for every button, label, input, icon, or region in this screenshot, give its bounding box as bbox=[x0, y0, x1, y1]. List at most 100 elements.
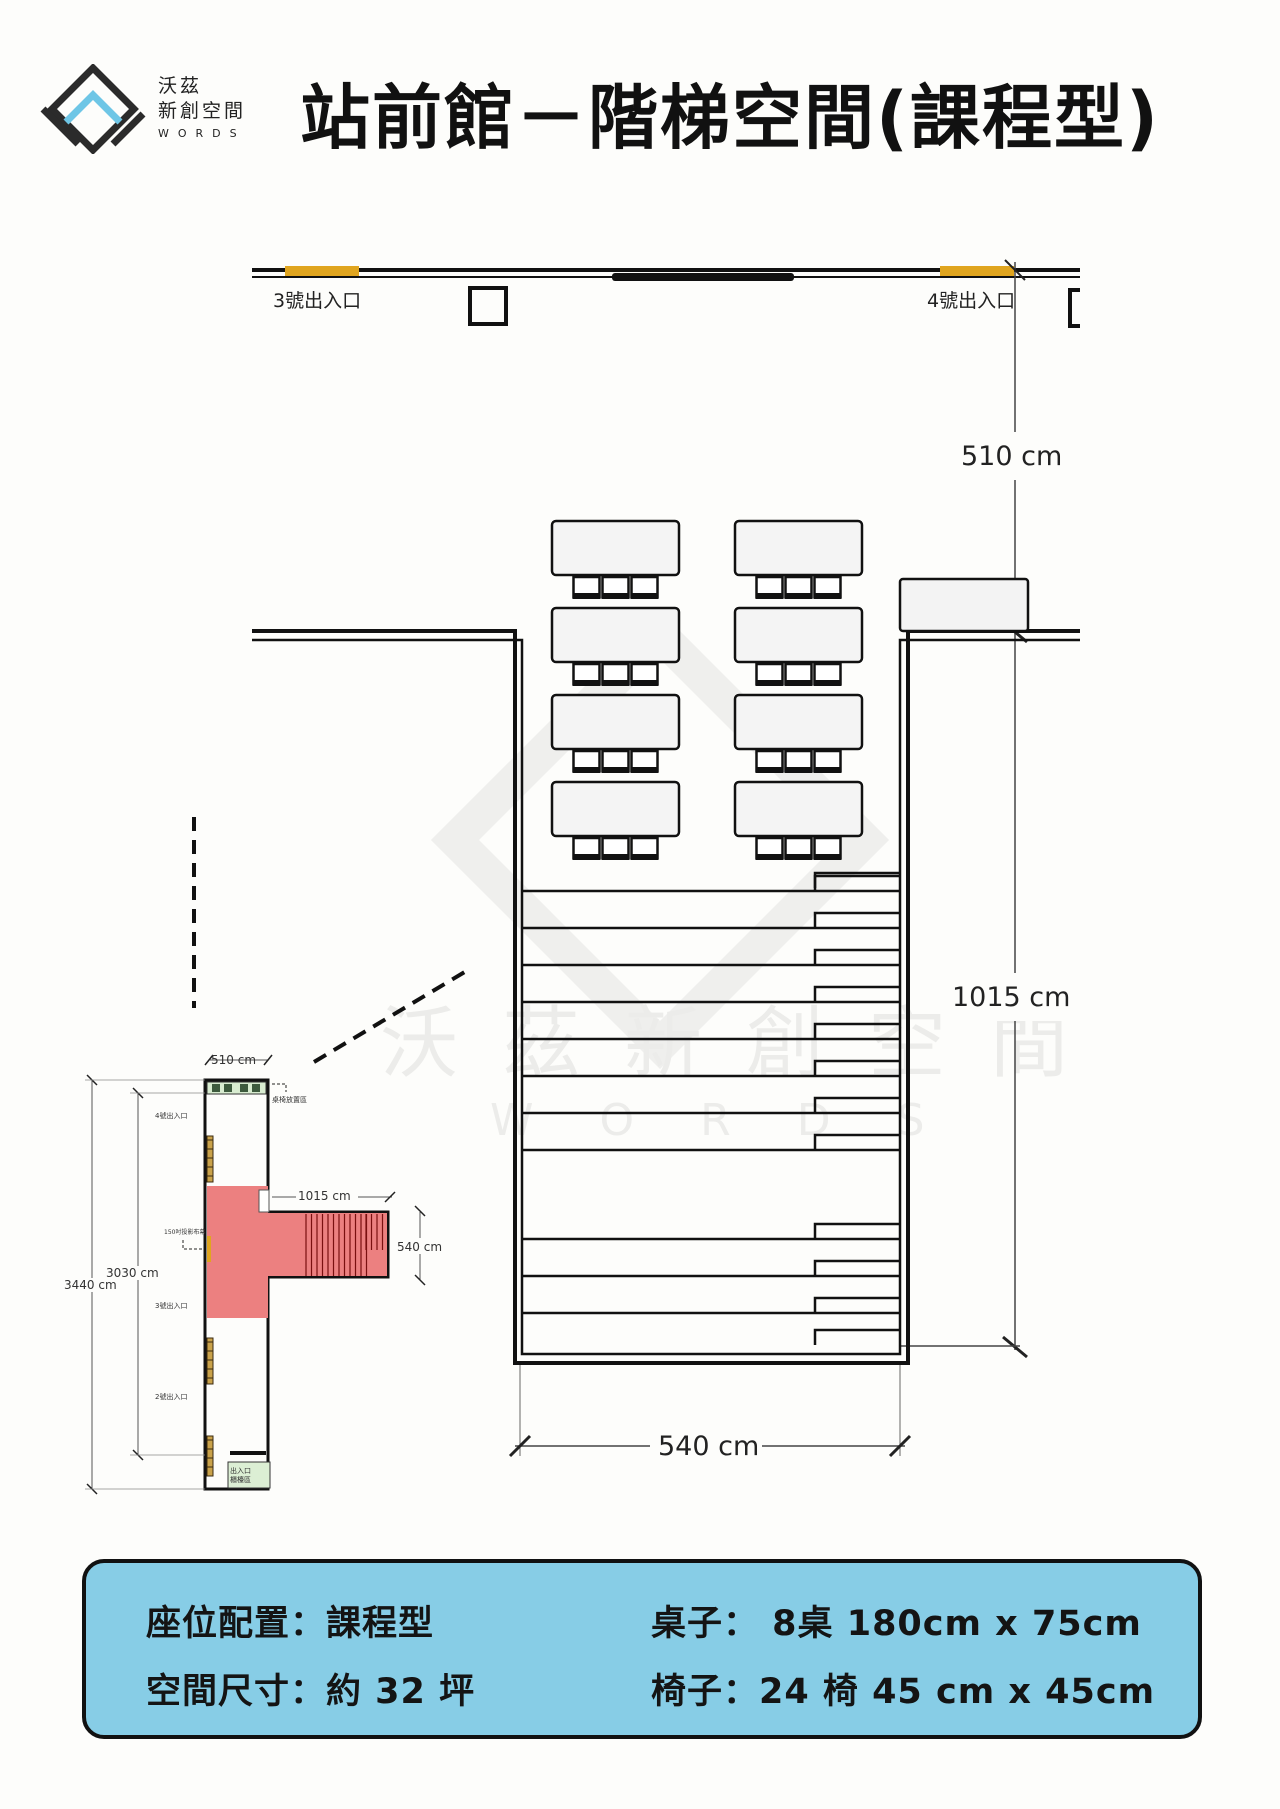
chair bbox=[784, 575, 813, 599]
chair bbox=[813, 749, 842, 773]
table bbox=[550, 693, 681, 751]
dim-540-label: 540 cm bbox=[658, 1431, 759, 1462]
table bbox=[550, 606, 681, 664]
info-tables: 桌子： 8桌 180cm x 75cm bbox=[651, 1604, 1142, 1644]
mini-dim-540: 540 cm bbox=[397, 1240, 442, 1254]
chair bbox=[813, 662, 842, 686]
entrance-3-marker bbox=[285, 266, 359, 276]
logo-diamond-icon bbox=[40, 64, 146, 154]
info-space-size: 空間尺寸：約 32 坪 bbox=[146, 1672, 476, 1712]
screen-bar bbox=[612, 273, 794, 281]
chair bbox=[755, 575, 784, 599]
dim-510-label: 510 cm bbox=[961, 441, 1062, 472]
mini-steps bbox=[305, 1214, 384, 1276]
chair bbox=[630, 662, 659, 686]
pillar-right bbox=[1068, 288, 1080, 328]
floor-plan-diagram: 沃茲新創空間 WORDS 3號出入口 4號出入口 510 cm 1015 cm bbox=[62, 259, 1080, 1495]
logo-en: WORDS bbox=[158, 127, 246, 140]
mini-dim-1015: 1015 cm bbox=[298, 1189, 351, 1203]
stair-step bbox=[522, 1059, 900, 1078]
mini-chair bbox=[252, 1084, 260, 1092]
chair bbox=[784, 836, 813, 860]
mini-chair bbox=[224, 1084, 232, 1092]
chair bbox=[813, 836, 842, 860]
chair bbox=[572, 662, 601, 686]
chair bbox=[813, 575, 842, 599]
chair bbox=[601, 575, 630, 599]
chair bbox=[755, 836, 784, 860]
mini-chair bbox=[212, 1084, 220, 1092]
mini-dim-3440: 3440 cm bbox=[64, 1278, 117, 1292]
logo-cn-line2: 新創空間 bbox=[158, 100, 247, 122]
stair-step bbox=[813, 871, 900, 1345]
chair bbox=[630, 836, 659, 860]
entrance-4-label: 4號出入口 bbox=[927, 290, 1015, 312]
stair-step bbox=[522, 1022, 900, 1041]
stair-step bbox=[522, 1296, 900, 1315]
mini-wall-items bbox=[206, 1135, 214, 1477]
mini-stage-area bbox=[207, 1186, 388, 1318]
dim-tick-top bbox=[1004, 259, 1026, 281]
chair bbox=[755, 749, 784, 773]
top-right-cabinet bbox=[898, 577, 1030, 633]
logo-text: 沃茲 新創空間 WORDS bbox=[158, 74, 246, 144]
mini-label-entrance-2: 2號出入口 bbox=[155, 1392, 187, 1401]
table bbox=[550, 519, 681, 577]
mini-key-plan: 510 cm 1015 cm 540 cm 3030 cm 3440 cm bbox=[62, 1053, 446, 1495]
table bbox=[733, 693, 864, 751]
chair bbox=[572, 575, 601, 599]
mini-label-entrance-4: 4號出入口 bbox=[155, 1111, 187, 1120]
dim-1015-label: 1015 cm bbox=[952, 982, 1070, 1013]
watermark-en: WORDS bbox=[490, 1095, 991, 1146]
table bbox=[550, 780, 681, 838]
stair-step bbox=[522, 1133, 900, 1152]
logo-cn-line1: 沃茲 bbox=[158, 75, 203, 97]
info-box: 座位配置：課程型 空間尺寸：約 32 坪 桌子： 8桌 180cm x 75cm… bbox=[82, 1559, 1202, 1739]
entrance-3-label: 3號出入口 bbox=[273, 290, 361, 312]
chair bbox=[784, 749, 813, 773]
words-logo: 沃茲 新創空間 WORDS bbox=[38, 64, 278, 154]
mini-wall-shelf bbox=[206, 1435, 214, 1477]
mini-wall-shelf bbox=[206, 1337, 214, 1385]
stair-step bbox=[522, 948, 900, 967]
mini-label-storage: 桌椅放置區 bbox=[272, 1095, 307, 1104]
chair bbox=[630, 749, 659, 773]
chair bbox=[601, 662, 630, 686]
table bbox=[733, 519, 864, 577]
table bbox=[733, 780, 864, 838]
dim-tick-left bbox=[508, 1434, 532, 1458]
chair bbox=[601, 749, 630, 773]
stair-step bbox=[522, 985, 900, 1004]
chair bbox=[784, 662, 813, 686]
chair bbox=[630, 575, 659, 599]
chair bbox=[601, 836, 630, 860]
pillar-left bbox=[468, 286, 508, 326]
tables-group bbox=[550, 519, 864, 860]
mini-main-entrance bbox=[227, 1461, 271, 1489]
dim-tick-bottom bbox=[1002, 1335, 1028, 1359]
mini-dim-510: 510 cm bbox=[211, 1053, 256, 1067]
mini-wall-shelf bbox=[206, 1135, 214, 1183]
mini-dim-3030: 3030 cm bbox=[106, 1266, 159, 1280]
chair bbox=[572, 836, 601, 860]
dim-tick-right bbox=[888, 1434, 912, 1458]
mini-label-projector: 150吋投影布幕 bbox=[164, 1228, 205, 1236]
chair bbox=[755, 662, 784, 686]
steps-group bbox=[522, 871, 900, 1345]
info-seating: 座位配置：課程型 bbox=[146, 1604, 435, 1644]
mini-label-main-entrance-1: 出入口 bbox=[230, 1466, 251, 1475]
mini-label-main-entrance-2: 櫃檯區 bbox=[230, 1475, 251, 1484]
mini-chair bbox=[240, 1084, 248, 1092]
stair-step bbox=[522, 911, 900, 930]
stair-step bbox=[522, 1096, 900, 1115]
room-inner-wall bbox=[252, 638, 1080, 1356]
stair-step bbox=[522, 1222, 900, 1241]
entrance-4-marker bbox=[940, 266, 1014, 276]
stair-step bbox=[522, 1259, 900, 1278]
callout-dashed-diagonal bbox=[312, 968, 470, 1064]
table bbox=[733, 606, 864, 664]
mini-label-entrance-3: 3號出入口 bbox=[155, 1301, 187, 1310]
page-title: 站前館－階梯空間(課程型) bbox=[300, 77, 1160, 159]
info-chairs: 椅子：24 椅 45 cm x 45cm bbox=[651, 1672, 1156, 1712]
